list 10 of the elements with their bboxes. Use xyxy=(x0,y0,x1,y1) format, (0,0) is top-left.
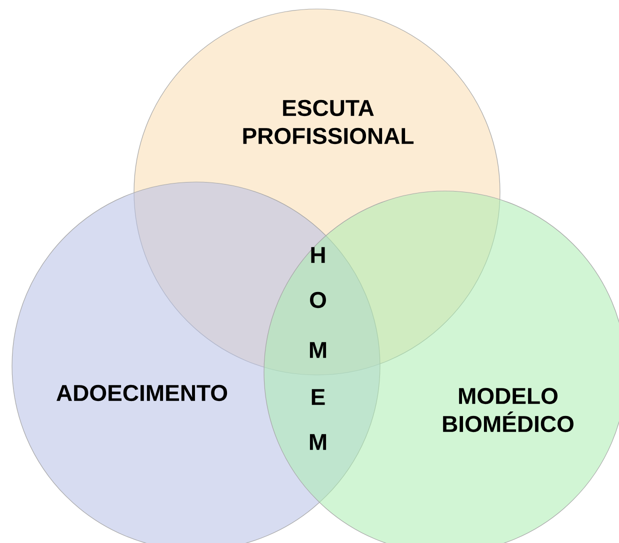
vertical-letter: M xyxy=(310,342,326,358)
vertical-letter: H xyxy=(311,247,325,263)
vertical-letter: E xyxy=(312,389,325,405)
vertical-letter: O xyxy=(310,292,326,308)
circle-label: ADOECIMENTO xyxy=(56,384,228,402)
venn-circle xyxy=(12,182,380,543)
venn-circle xyxy=(264,190,619,543)
vertical-letter: M xyxy=(310,434,326,450)
circle-label: MODELO BIOMÉDICO xyxy=(443,388,574,432)
circle-label: ESCUTA PROFISSIONAL xyxy=(243,100,414,144)
